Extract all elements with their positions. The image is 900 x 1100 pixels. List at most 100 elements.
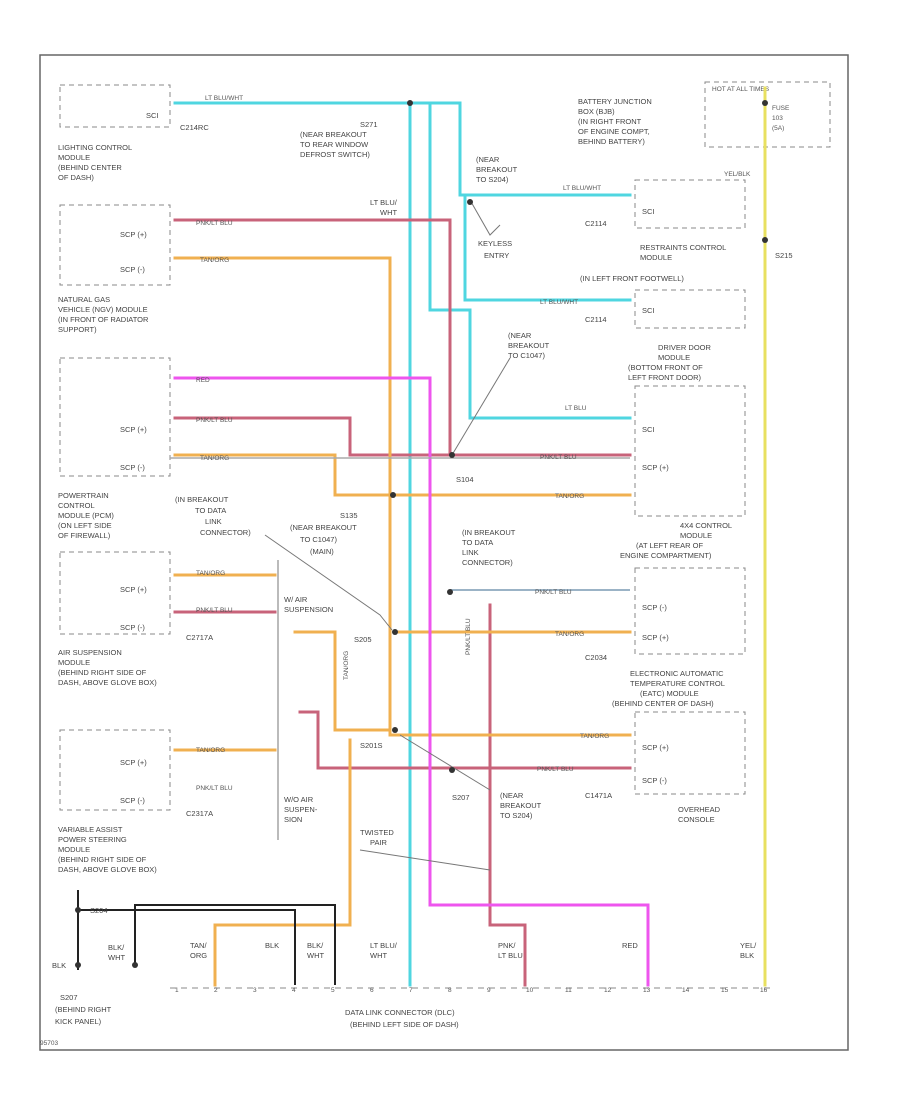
wo-air-2: SUSPEN- <box>284 805 318 814</box>
pnk-lt-blu-wire-dlc <box>488 603 527 987</box>
ngv-line-4: SUPPORT) <box>58 325 97 334</box>
lighting-line-2: MODULE <box>58 153 90 162</box>
leader-line-3 <box>469 199 501 236</box>
wire-label-pnk-top: PNK/LT BLU <box>196 220 233 227</box>
leader-line-5 <box>359 849 491 871</box>
s135-label-1: S135 <box>340 511 358 520</box>
lt-blu-wht-wire-rcm <box>463 193 632 302</box>
pcm-scp-minus-pin: SCP (-) <box>120 463 145 472</box>
fuse-terminal <box>762 100 768 106</box>
splice-s135 <box>390 492 396 498</box>
dlc-col-blk: BLK <box>265 941 279 950</box>
vaps-line-3: MODULE <box>58 845 90 854</box>
in-breakout-dlc-2: TO DATA <box>462 538 493 547</box>
ngv-scp-plus-pin: SCP (+) <box>120 230 147 239</box>
splice-s204 <box>75 907 81 913</box>
s207-label: S207 <box>452 793 470 802</box>
dlc-pin-15: 15 <box>721 987 729 994</box>
ddm-scp-pin: SCP (+) <box>642 463 669 472</box>
pcm-line-3: MODULE (PCM) <box>58 511 114 520</box>
lighting-control-module-box <box>59 84 171 128</box>
ddm-sci-pin: SCI <box>642 425 655 434</box>
s271-line-2: (NEAR BREAKOUT <box>300 130 367 139</box>
near-breakout-s204-1: (NEAR <box>476 155 500 164</box>
4x4-box <box>634 567 746 655</box>
4x4-line-4: ENGINE COMPARTMENT) <box>620 551 712 560</box>
rcm-line-2: MODULE <box>640 253 672 262</box>
near-c1047-2: BREAKOUT <box>508 341 550 350</box>
ground-point <box>75 962 81 968</box>
in-breakout-dlc-4: CONNECTOR) <box>462 558 513 567</box>
ngv-line-2: VEHICLE (NGV) MODULE <box>58 305 148 314</box>
vaps-scp-plus-pin: SCP (+) <box>120 758 147 767</box>
wire-labels: LT BLU/WHT PNK/LT BLU TAN/ORG RED PNK/LT… <box>196 95 751 792</box>
wire-label-red: RED <box>196 377 210 384</box>
vaps-line-1: VARIABLE ASSIST <box>58 825 123 834</box>
fuse-label-1: FUSE <box>772 105 790 112</box>
vaps-line-2: POWER STEERING <box>58 835 127 844</box>
dlc-col-tan-1: TAN/ <box>190 941 207 950</box>
s207b-1: S207 <box>60 993 78 1002</box>
near-s204-3: TO S204) <box>500 811 533 820</box>
near-s204-1: (NEAR <box>500 791 524 800</box>
lighting-line-1: LIGHTING CONTROL <box>58 143 132 152</box>
dlc-pin-10: 10 <box>526 987 534 994</box>
dlc-col-ltblu-1: LT BLU/ <box>370 941 398 950</box>
wire-label-tan-vertical: TAN/ORG <box>343 651 350 680</box>
lighting-line-3: (BEHIND CENTER <box>58 163 122 172</box>
rcm-connector: C2114 <box>585 219 607 228</box>
dlc-pin-14: 14 <box>682 987 690 994</box>
near-breakout-s204-2: BREAKOUT <box>476 165 518 174</box>
eatc-scp-plus-pin: SCP (+) <box>642 743 669 752</box>
wire-label-tan-ddm: TAN/ORG <box>555 493 584 500</box>
blk-wire <box>80 909 296 985</box>
right-modules: HOT AT ALL TIMES FUSE 103 (5A) BATTERY J… <box>578 81 831 824</box>
s271-line-4: DEFROST SWITCH) <box>300 150 370 159</box>
dlc-col-tan-2: ORG <box>190 951 207 960</box>
dlc-col-blkwht-2: WHT <box>307 951 324 960</box>
eatc-scp-minus-pin: SCP (-) <box>642 776 667 785</box>
air-susp-line-1: AIR SUSPENSION <box>58 648 122 657</box>
wire-label-tan-top: TAN/ORG <box>200 257 229 264</box>
eatc-line-1: ELECTRONIC AUTOMATIC <box>630 669 724 678</box>
wire-label-tan-eatc: TAN/ORG <box>580 733 609 740</box>
pcm-box <box>59 357 171 477</box>
pnk-lt-blu-wire-vaps <box>298 710 632 770</box>
bjb-line-4: OF ENGINE COMPT, <box>578 127 650 136</box>
dlc-pin-8: 8 <box>448 987 452 994</box>
eatc-line-2: TEMPERATURE CONTROL <box>630 679 725 688</box>
rcm-box <box>634 179 746 229</box>
wire-label-lt-blu-rcm: LT BLU/WHT <box>563 185 601 192</box>
pcm-line-2: CONTROL <box>58 501 95 510</box>
s201s-label: S201S <box>360 741 383 750</box>
bjb-line-3: (IN RIGHT FRONT <box>578 117 642 126</box>
bjb-line-2: BOX (BJB) <box>578 107 615 116</box>
bjb-line-5: BEHIND BATTERY) <box>578 137 645 146</box>
twisted-1: TWISTED <box>360 828 394 837</box>
4x4-scp-minus-pin: SCP (-) <box>642 603 667 612</box>
wire-label-pnk-4x4: PNK/LT BLU <box>535 589 572 596</box>
splice-s207 <box>449 767 455 773</box>
wire-label-pnk-eatc: PNK/LT BLU <box>537 766 574 773</box>
wire-label-pnk-vertical: PNK/LT BLU <box>465 618 472 655</box>
rcm2-connector: C2114 <box>585 315 607 324</box>
ground-point-2 <box>132 962 138 968</box>
wire-label-pnk-ddm: PNK/LT BLU <box>540 454 577 461</box>
s135-breakout-4: CONNECTOR) <box>200 528 251 537</box>
ddm-line-3: (BOTTOM FRONT OF <box>628 363 703 372</box>
lt-blu-wht-wire-ddm <box>428 101 632 420</box>
dlc-col-pnk-2: LT BLU <box>498 951 523 960</box>
splice-s201 <box>392 727 398 733</box>
tan-org-wire-s205 <box>293 630 392 732</box>
ngv-line-1: NATURAL GAS <box>58 295 110 304</box>
dlc-pin-4: 4 <box>292 987 296 994</box>
4x4-line-1: 4X4 CONTROL <box>680 521 732 530</box>
dlc-col-ltblu-2: WHT <box>370 951 387 960</box>
wire-label-yel-blk: YEL/BLK <box>724 171 751 178</box>
splice-points <box>75 100 768 968</box>
s271-line-3: TO REAR WINDOW <box>300 140 369 149</box>
dlc-col-blkwht-1: BLK/ <box>307 941 324 950</box>
lt-blu-wht-1: LT BLU/ <box>370 198 398 207</box>
rcm2-sci-pin: SCI <box>642 306 655 315</box>
s205-label: S205 <box>354 635 372 644</box>
